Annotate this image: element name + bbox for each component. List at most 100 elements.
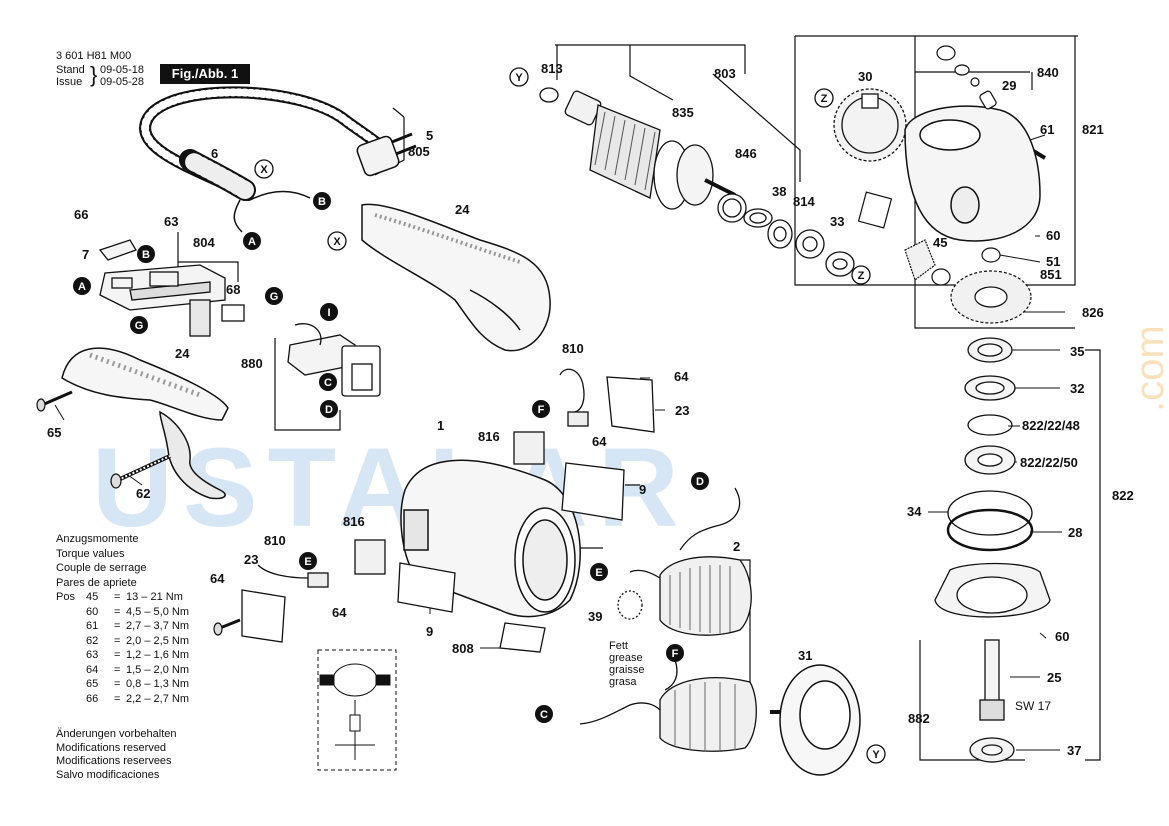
handle-lower (61, 347, 229, 500)
marker-e: E (299, 552, 317, 570)
wires (579, 487, 741, 725)
note-en: Modifications reserved (56, 741, 167, 754)
modification-notes: Änderungen vorbehalten Modifications res… (56, 728, 176, 782)
torque-eq: = (114, 649, 121, 661)
torque-row: 61=2,7 – 3,7 Nm (56, 619, 189, 634)
callout-813: 813 (541, 61, 563, 76)
callout-1: 1 (437, 418, 444, 433)
svg-text:G: G (135, 320, 144, 332)
torque-eq: = (114, 620, 121, 632)
markers: Y Z X B A B A G X G I C D Z F D E E F C … (73, 67, 886, 764)
marker-x: X (327, 231, 347, 251)
callout-23: 23 (244, 552, 258, 567)
callout-7: 7 (82, 247, 89, 262)
marker-f: F (666, 644, 684, 662)
bracket-822 (1085, 349, 1101, 761)
callout-816: 816 (343, 514, 365, 529)
callout-9: 9 (426, 624, 433, 639)
issue-label: Issue (56, 76, 83, 88)
torque-row: 66=2,2 – 2,7 Nm (56, 692, 189, 707)
callout-63: 63 (164, 214, 178, 229)
torque-row: 63=1,2 – 1,6 Nm (56, 648, 189, 663)
svg-text:X: X (333, 236, 341, 248)
svg-text:Y: Y (872, 749, 880, 761)
torque-eq: = (114, 663, 121, 676)
marker-c: C (319, 373, 337, 391)
callout-65: 65 (47, 425, 61, 440)
marker-i: I (320, 303, 338, 321)
svg-text:C: C (324, 377, 332, 389)
callout-34: 34 (907, 504, 922, 519)
callout-45: 45 (933, 235, 947, 250)
torque-title-fr: Couple de serrage (56, 562, 147, 574)
svg-text:F: F (538, 404, 545, 416)
svg-text:Z: Z (858, 270, 865, 282)
power-cord (139, 86, 417, 233)
torque-eq: = (114, 591, 121, 603)
callout-29: 29 (1002, 78, 1016, 93)
bevel-gear-30 (833, 88, 907, 162)
torque-pos: 66 (86, 692, 99, 705)
marker-g: G (130, 316, 148, 334)
marker-f: F (532, 400, 550, 418)
grease-es: grasa (609, 676, 637, 688)
marker-g: G (265, 287, 283, 305)
callout-808: 808 (452, 641, 474, 656)
callout-37: 37 (1067, 743, 1081, 758)
torque-title-de: Anzugsmomente (56, 533, 139, 545)
torque-value: 2,0 – 2,5 Nm (126, 634, 189, 647)
marker-b: B (137, 245, 155, 263)
grease-fr: graisse (609, 664, 645, 676)
figure-label: Fig./Abb. 1 (160, 64, 250, 84)
flange-assembly (934, 337, 1051, 763)
callout-826: 826 (1082, 305, 1104, 320)
torque-pos: 60 (86, 605, 99, 618)
marker-z: Z (814, 88, 834, 108)
callout-810: 810 (562, 341, 584, 356)
brush-cover-parts (241, 368, 655, 653)
svg-text:B: B (142, 249, 150, 261)
part-number: 3 601 H81 M00 (56, 50, 132, 62)
callout-68: 68 (226, 282, 240, 297)
marker-z: Z (851, 265, 871, 285)
callout-64: 64 (674, 369, 689, 384)
callout-2: 2 (733, 539, 740, 554)
torque-pos: 45 (86, 591, 99, 603)
torque-value: 4,5 – 5,0 Nm (126, 605, 189, 618)
gear-housing (904, 105, 1041, 242)
callout-31: 31 (798, 648, 812, 663)
end-shield (770, 664, 861, 776)
callout-33: 33 (830, 214, 844, 229)
marker-a: A (243, 232, 261, 250)
switch-assembly (98, 239, 245, 337)
callout-24: 24 (175, 346, 190, 361)
svg-text:D: D (696, 476, 704, 488)
svg-text:Z: Z (821, 93, 828, 105)
callout-51: 51 (1046, 254, 1060, 269)
svg-text:A: A (78, 281, 86, 293)
bracket-821 (794, 35, 1076, 286)
callout-880: 880 (241, 356, 263, 371)
callout-62: 62 (136, 486, 150, 501)
callouts: 813 803 835 30 840 29 821 61 846 38 814 … (47, 61, 1134, 758)
callout-60: 60 (1055, 629, 1069, 644)
torque-title-en: Torque values (56, 547, 125, 560)
torque-pos: 62 (86, 634, 99, 647)
marker-e: E (590, 563, 608, 581)
callout-804: 804 (193, 235, 215, 250)
svg-text:B: B (318, 196, 326, 208)
torque-value: 2,7 – 3,7 Nm (126, 620, 189, 632)
torque-pos: 64 (86, 663, 99, 676)
torque-eq: = (114, 634, 121, 647)
torque-value: 2,2 – 2,7 Nm (126, 692, 189, 705)
svg-text:Y: Y (515, 72, 523, 84)
callout-822: 822 (1112, 488, 1134, 503)
callout-9: 9 (639, 482, 646, 497)
callout-822-22-50: 822/22/50 (1020, 455, 1078, 470)
callout-61: 61 (1040, 122, 1054, 137)
marker-c: C (535, 705, 553, 723)
note-de: Änderungen vorbehalten (56, 728, 177, 740)
callout-840: 840 (1037, 65, 1059, 80)
svg-text:D: D (325, 404, 333, 416)
